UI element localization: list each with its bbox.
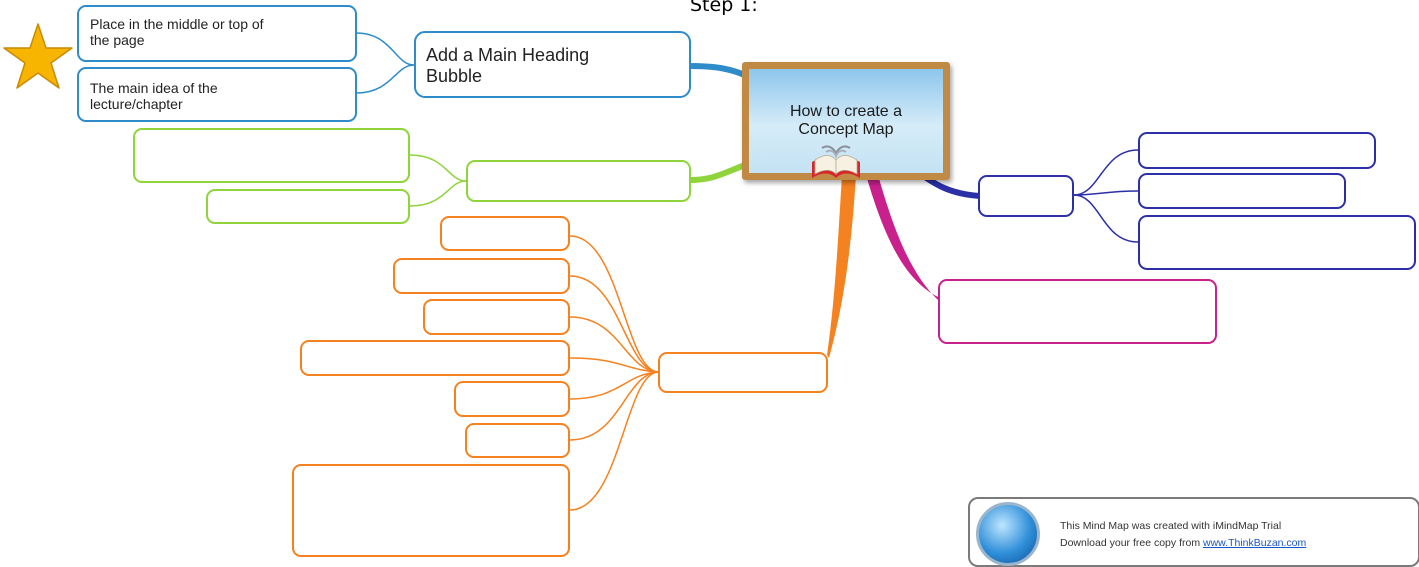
open-book-icon bbox=[812, 145, 860, 178]
branch-orange bbox=[827, 175, 856, 358]
navy-sub-bubble-1[interactable] bbox=[1138, 132, 1376, 169]
step-label: Step 1: bbox=[690, 0, 758, 16]
sub-bubble-placement[interactable] bbox=[77, 5, 357, 62]
link-orange-7 bbox=[569, 371, 659, 511]
thinkbuzan-link[interactable]: www.ThinkBuzan.com bbox=[1202, 537, 1307, 550]
orange-sub-bubble-6[interactable] bbox=[465, 423, 570, 458]
link-orange-4 bbox=[569, 357, 659, 373]
link-orange-1 bbox=[569, 235, 659, 373]
orange-sub-bubble-3[interactable] bbox=[423, 299, 570, 335]
link-orange-3 bbox=[569, 316, 659, 373]
orange-sub-bubble-7[interactable] bbox=[292, 464, 570, 557]
orange-branch-bubble[interactable] bbox=[658, 352, 828, 393]
navy-sub-bubble-2[interactable] bbox=[1138, 173, 1346, 209]
main-heading-label: Add a Main Heading Bubble bbox=[426, 45, 590, 86]
link-orange-2 bbox=[569, 275, 659, 373]
orange-links bbox=[569, 235, 659, 511]
sub-bubble-main-idea[interactable] bbox=[77, 67, 357, 122]
imindmap-logo-icon bbox=[976, 502, 1040, 566]
orange-sub-bubble-4[interactable] bbox=[300, 340, 570, 376]
link-orange-5 bbox=[569, 371, 659, 400]
green-branch-bubble[interactable] bbox=[466, 160, 691, 202]
watermark-text: This Mind Map was created with iMindMap … bbox=[1060, 518, 1306, 553]
orange-sub-bubble-1[interactable] bbox=[440, 216, 570, 251]
orange-sub-bubble-5[interactable] bbox=[454, 381, 570, 417]
navy-branch-bubble[interactable] bbox=[978, 175, 1074, 217]
navy-sub-bubble-3[interactable] bbox=[1138, 215, 1416, 270]
link-blue-2 bbox=[355, 64, 415, 94]
link-orange-6 bbox=[569, 371, 659, 441]
link-navy-1 bbox=[1073, 149, 1139, 196]
magenta-branch-bubble[interactable] bbox=[938, 279, 1217, 344]
sub-bubble-placement-text: Place in the middle or top of the page bbox=[90, 16, 264, 49]
sub-bubble-main-idea-text: The main idea of the lecture/chapter bbox=[90, 80, 218, 113]
watermark-line-1: This Mind Map was created with iMindMap … bbox=[1060, 520, 1282, 532]
branch-green bbox=[689, 161, 749, 183]
branch-magenta bbox=[866, 175, 938, 300]
central-topic-label: How to create a Concept Map bbox=[789, 103, 903, 139]
star-icon bbox=[3, 23, 73, 89]
watermark-line-2-prefix: Download your free copy from bbox=[1060, 537, 1203, 550]
link-navy-3 bbox=[1073, 194, 1139, 243]
main-heading-bubble[interactable] bbox=[414, 31, 691, 98]
link-green-2 bbox=[409, 180, 467, 207]
watermark-line-2: Download your free copy from www.ThinkBu… bbox=[1060, 535, 1306, 552]
orange-sub-bubble-2[interactable] bbox=[393, 258, 570, 294]
link-navy-2 bbox=[1073, 190, 1139, 196]
green-sub-bubble-1[interactable] bbox=[133, 128, 410, 183]
green-sub-bubble-2[interactable] bbox=[206, 189, 410, 224]
link-green-1 bbox=[409, 154, 467, 182]
link-blue-1 bbox=[355, 32, 415, 66]
